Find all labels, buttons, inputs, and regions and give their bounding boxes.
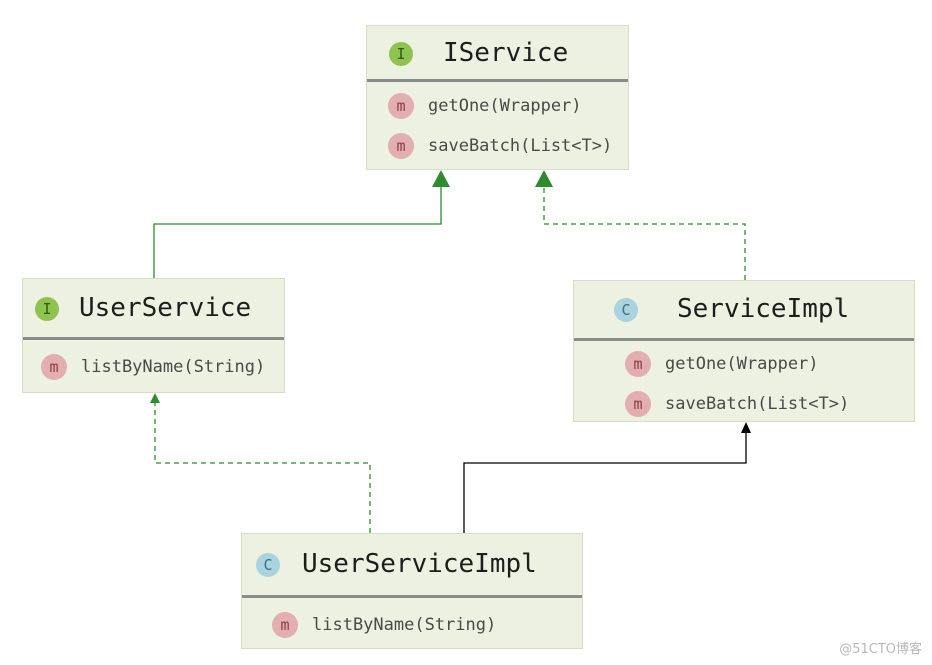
- userservice-box[interactable]: I UserService m listByName(String): [22, 278, 285, 393]
- class-icon: C: [614, 298, 638, 322]
- edge-line: [153, 187, 442, 278]
- edge-serviceimpl-implements-iservice: [535, 170, 746, 280]
- watermark: @51CTO博客: [839, 642, 922, 657]
- class-icon: C: [256, 553, 280, 577]
- method-icon: m: [388, 93, 414, 119]
- method-icon: m: [625, 391, 651, 417]
- method-icon: m: [41, 354, 67, 380]
- userserviceimpl-title: UserServiceImpl: [302, 549, 537, 579]
- edge-userserviceimpl-implements-userservice: [150, 393, 371, 533]
- arrowhead-icon: [535, 170, 553, 187]
- userserviceimpl-header: C UserServiceImpl: [242, 534, 582, 598]
- interface-icon: I: [35, 297, 59, 321]
- arrowhead-icon: [150, 393, 160, 403]
- method-signature: getOne(Wrapper): [665, 354, 819, 374]
- iservice-header: I IService: [367, 26, 628, 82]
- method-signature: listByName(String): [312, 615, 497, 635]
- userservice-title: UserService: [79, 293, 252, 323]
- method-icon: m: [272, 612, 298, 638]
- method-icon: m: [388, 133, 414, 159]
- userserviceimpl-box[interactable]: C UserServiceImpl m listByName(String): [241, 533, 583, 649]
- method-signature: saveBatch(List<T>): [665, 394, 850, 414]
- arrowhead-icon: [432, 170, 450, 187]
- edge-line: [154, 403, 371, 533]
- serviceimpl-header: C ServiceImpl: [574, 281, 914, 341]
- method-signature: saveBatch(List<T>): [428, 136, 613, 156]
- iservice-box[interactable]: I IService m getOne(Wrapper) m saveBatch…: [366, 25, 629, 170]
- edge-line: [463, 433, 747, 533]
- edge-line: [543, 187, 746, 280]
- interface-icon: I: [389, 42, 413, 66]
- arrowhead-icon: [741, 422, 751, 433]
- edge-userservice-extends-iservice: [153, 170, 450, 278]
- userservice-header: I UserService: [23, 279, 284, 340]
- method-signature: listByName(String): [81, 357, 266, 377]
- iservice-title: IService: [443, 38, 569, 68]
- method-icon: m: [625, 351, 651, 377]
- serviceimpl-box[interactable]: C ServiceImpl m getOne(Wrapper) m saveBa…: [573, 280, 915, 422]
- serviceimpl-title: ServiceImpl: [677, 294, 850, 324]
- edge-userserviceimpl-extends-serviceimpl: [463, 422, 751, 533]
- method-signature: getOne(Wrapper): [428, 96, 582, 116]
